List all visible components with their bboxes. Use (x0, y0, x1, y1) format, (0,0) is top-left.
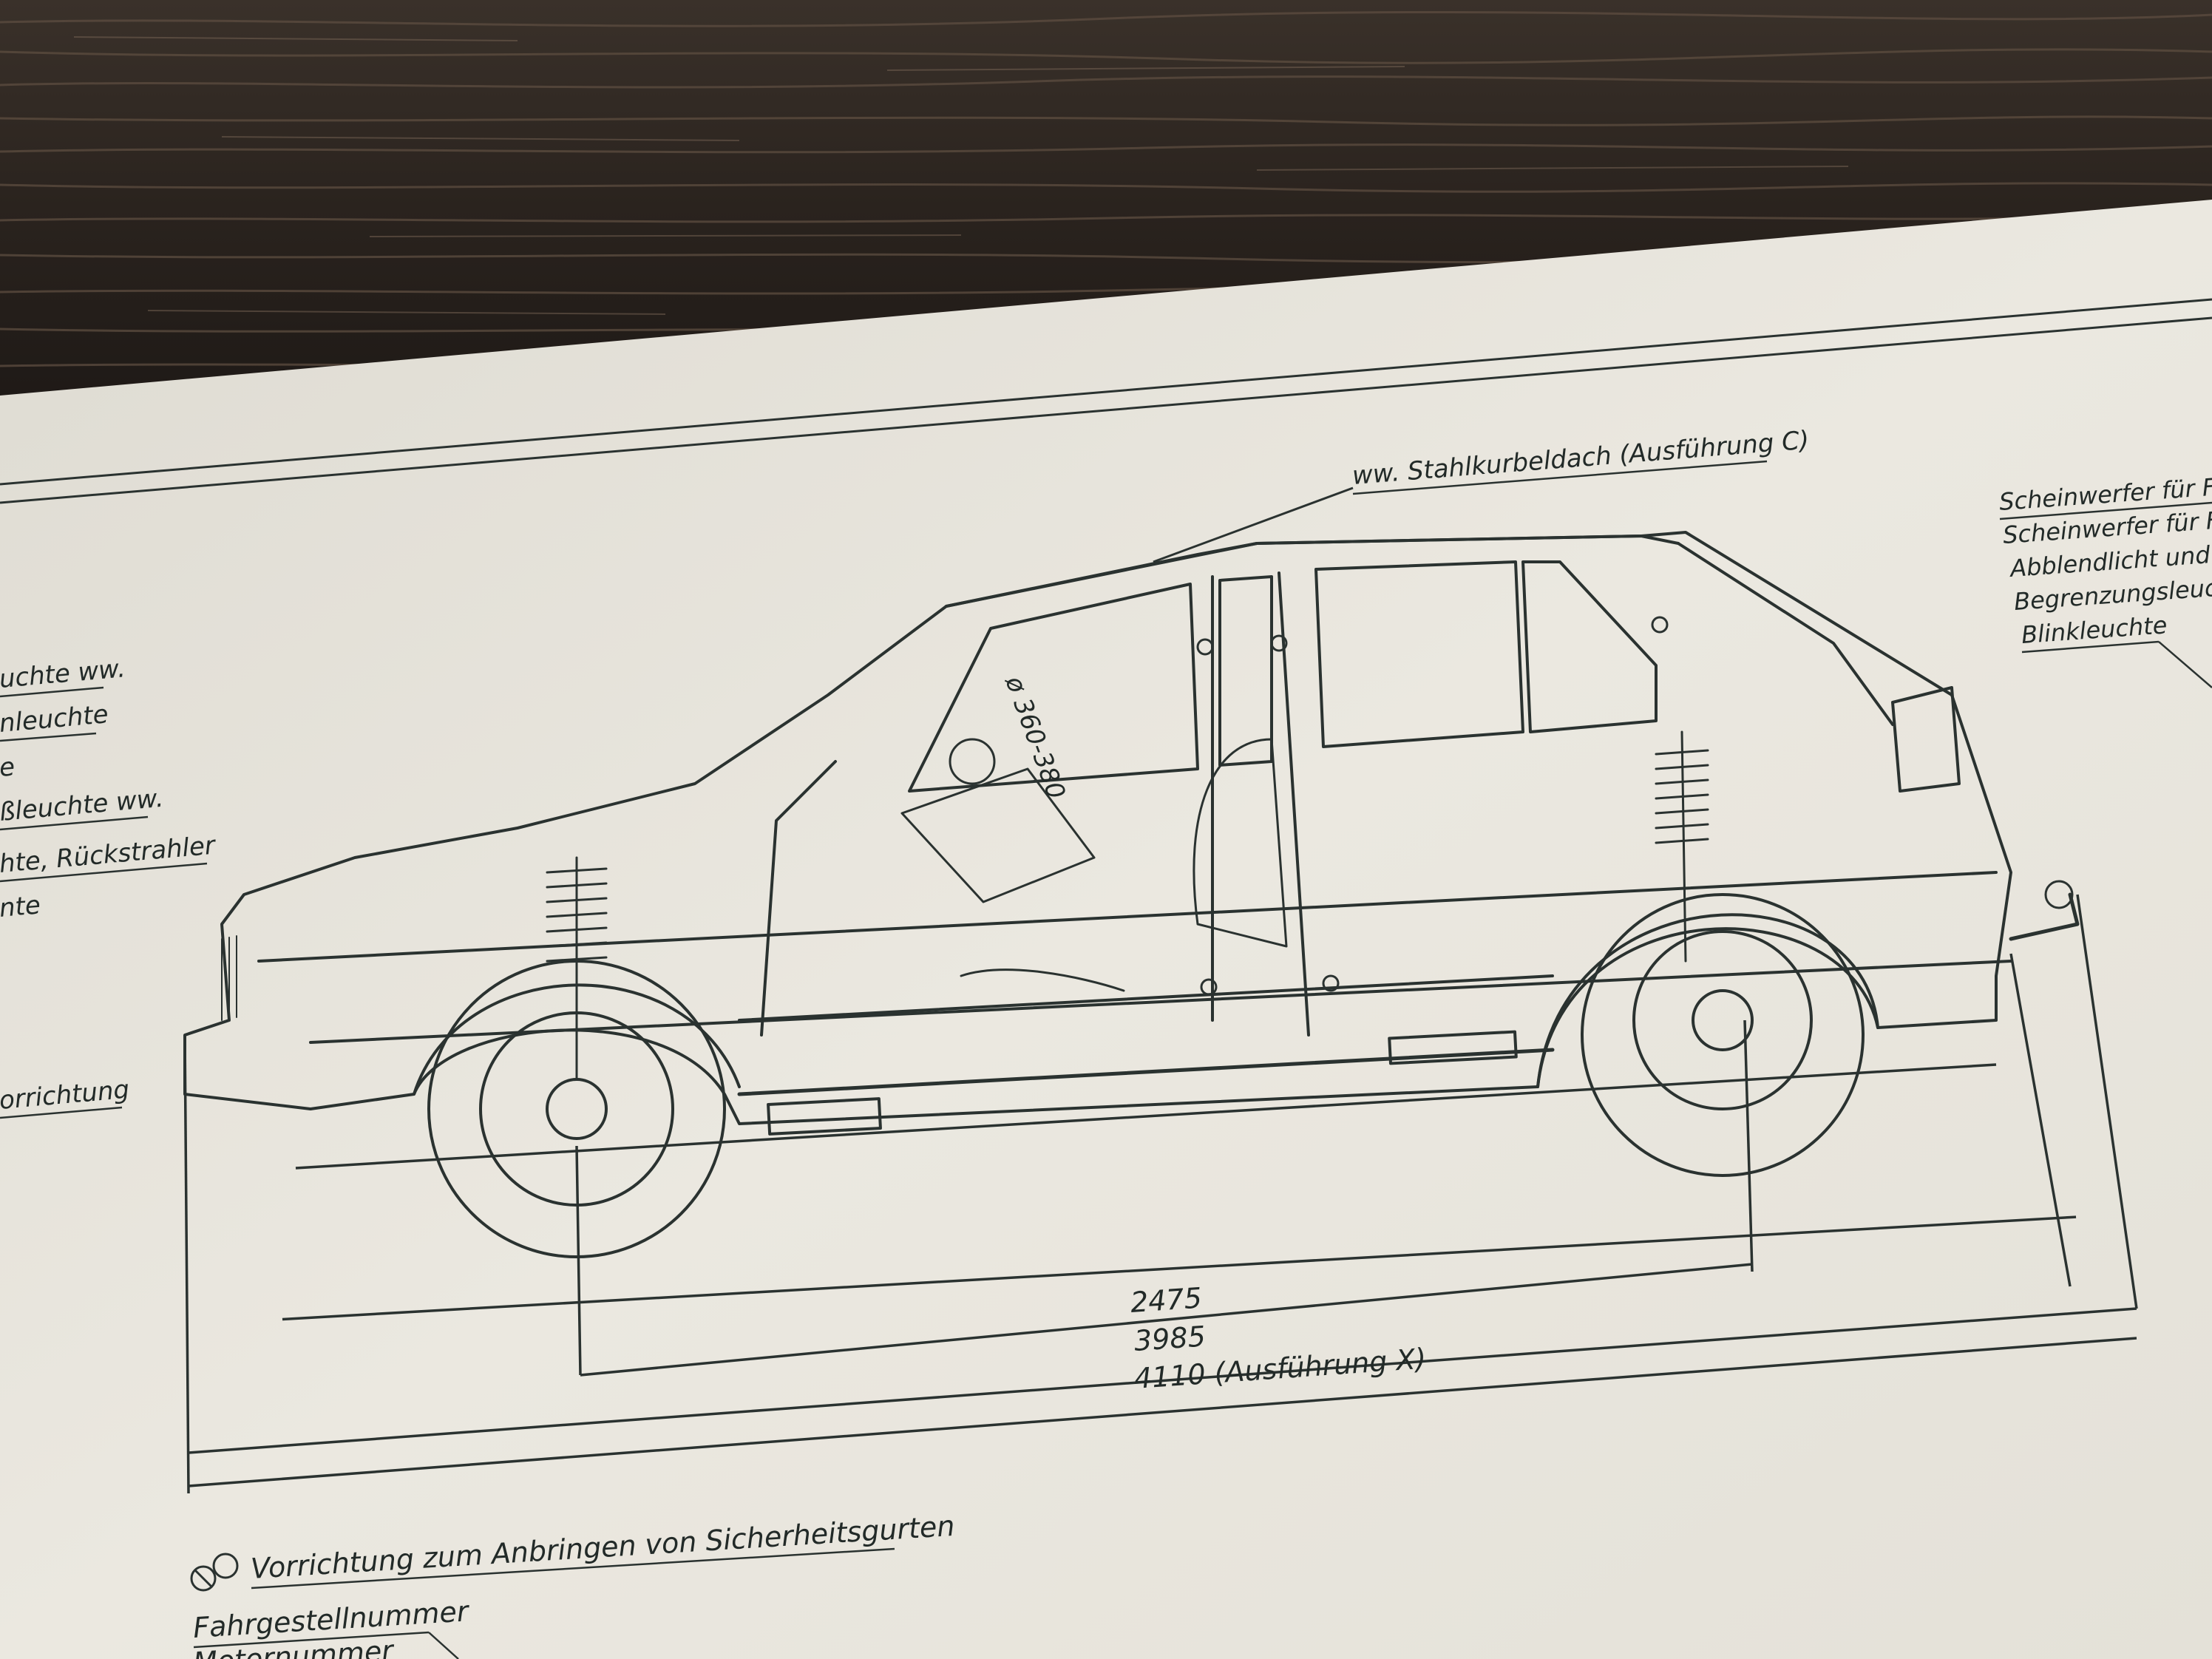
taillight (1891, 686, 1961, 793)
tow-hook (2009, 892, 2080, 941)
paper-sheet (0, 200, 2212, 1659)
left-label-3: e (0, 752, 16, 783)
dimension-lines (183, 894, 2138, 1494)
left-label-6: nte (0, 890, 41, 923)
side-window-middle (1218, 575, 1273, 767)
rear-door-window (1314, 560, 1524, 748)
front-window (908, 583, 1199, 793)
front-spring (546, 856, 608, 1081)
rear-wheel (1536, 893, 1879, 1177)
rear-spring (1655, 730, 1709, 963)
rear-quarter-window (1521, 560, 1658, 733)
dimension-length: 3985 (1133, 1320, 1207, 1357)
paper-border-lines (0, 298, 2212, 504)
car-drawing (183, 531, 2080, 1258)
roof-leader-line (1153, 486, 1354, 563)
dimension-wheelbase: 2475 (1130, 1281, 1204, 1319)
car-body-outline (183, 531, 2012, 1125)
belt-anchor-symbol (190, 1553, 239, 1592)
